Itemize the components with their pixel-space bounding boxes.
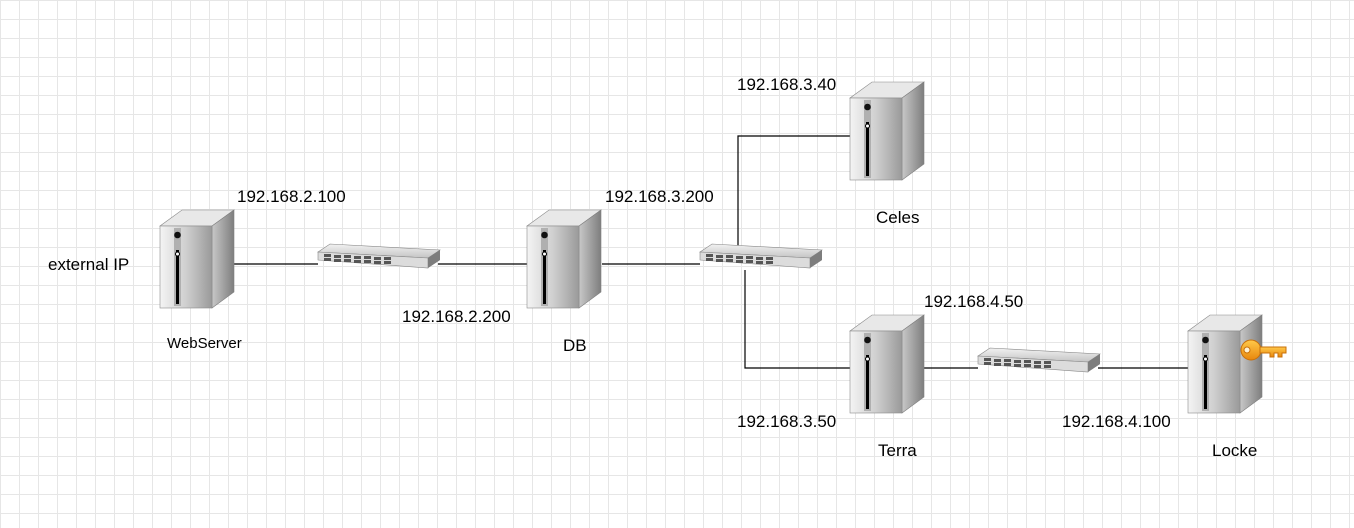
network-switch-icon-1[interactable] [317, 243, 441, 269]
server-tower-icon-celes[interactable] [849, 81, 925, 181]
key-icon [1240, 339, 1287, 361]
terra-ip-lan3-label: 192.168.3.50 [737, 412, 837, 431]
celes-ip-label: 192.168.3.40 [737, 75, 837, 94]
link-switch2-terra [744, 270, 850, 369]
network-switch-icon-2[interactable] [699, 243, 823, 269]
locke-name-label: Locke [1212, 441, 1258, 460]
external-ip-label: external IP [48, 255, 130, 274]
link-switch2-celes [737, 135, 850, 252]
server-tower-icon-locke[interactable] [1187, 314, 1263, 414]
webserver-name-label: WebServer [167, 335, 242, 352]
db-name-label: DB [563, 336, 587, 355]
server-tower-icon-terra[interactable] [849, 314, 925, 414]
webserver-ip-label: 192.168.2.100 [237, 187, 346, 206]
locke-ip-label: 192.168.4.100 [1062, 412, 1171, 431]
server-tower-icon-webserver[interactable] [159, 209, 235, 309]
terra-name-label: Terra [878, 441, 917, 460]
terra-ip-lan4-label: 192.168.4.50 [924, 292, 1024, 311]
network-switch-icon-3[interactable] [977, 347, 1101, 373]
server-tower-icon-db[interactable] [526, 209, 602, 309]
connections [234, 135, 1188, 369]
db-ip-lan3-label: 192.168.3.200 [605, 187, 714, 206]
celes-name-label: Celes [876, 208, 920, 227]
db-ip-lan2-label: 192.168.2.200 [402, 307, 511, 326]
